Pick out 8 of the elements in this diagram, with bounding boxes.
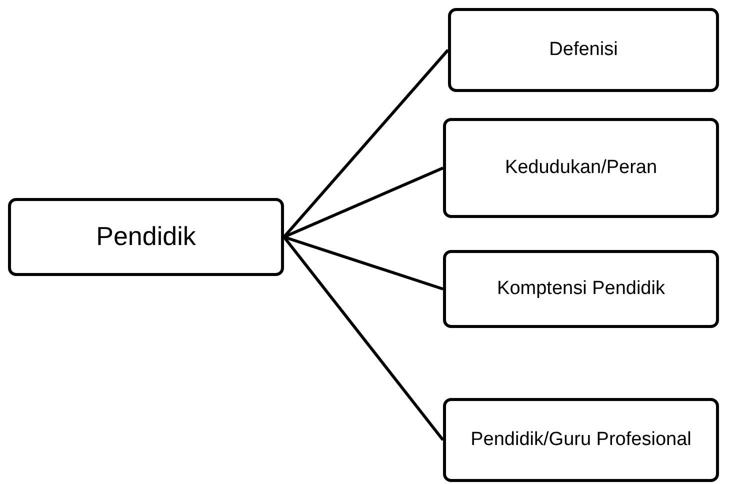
topic-box: Kedudukan/Peran <box>443 118 719 218</box>
topic-box: Komptensi Pendidik <box>443 250 719 328</box>
topic-box: Pendidik/Guru Profesional <box>443 398 719 482</box>
connector-line <box>282 49 450 238</box>
connector-line <box>284 236 444 290</box>
topic-box: Pendidik <box>8 198 284 276</box>
connector-line <box>282 236 444 441</box>
topic-box: Defenisi <box>448 8 719 92</box>
